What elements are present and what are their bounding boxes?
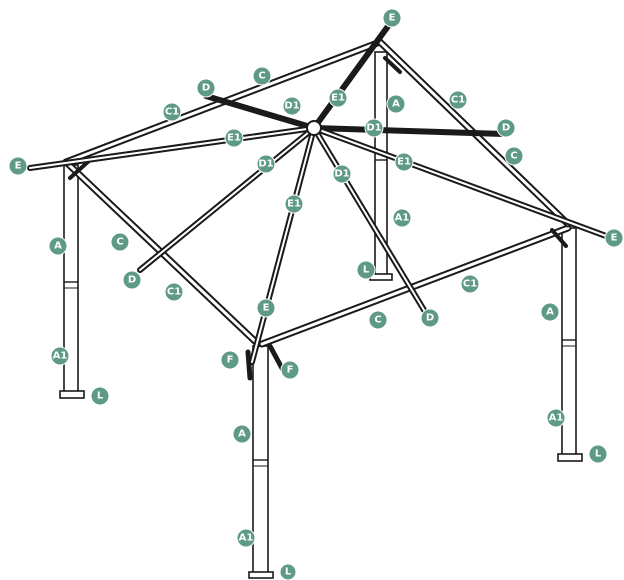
label-d: D — [122, 270, 142, 290]
svg-text:L: L — [97, 391, 104, 402]
label-l: L — [356, 260, 376, 280]
svg-text:D: D — [426, 313, 434, 324]
part-labels: E E E E E1 E1 E1 E1 D D D D D1 D1 D1 D1 … — [8, 8, 624, 580]
label-e1: E1 — [328, 88, 348, 108]
label-e: E — [604, 228, 624, 248]
label-c1: C1 — [162, 102, 182, 122]
svg-text:C: C — [258, 71, 265, 82]
label-c: C — [368, 310, 388, 330]
label-d: D — [196, 78, 216, 98]
svg-text:L: L — [363, 265, 370, 276]
label-d1: D1 — [332, 164, 352, 184]
svg-text:E: E — [263, 303, 270, 314]
svg-text:E1: E1 — [397, 157, 411, 168]
svg-text:D1: D1 — [366, 123, 381, 134]
svg-text:E: E — [15, 161, 22, 172]
label-e: E — [256, 298, 276, 318]
label-e1: E1 — [284, 194, 304, 214]
post-front — [248, 345, 274, 579]
label-c1: C1 — [448, 90, 468, 110]
label-a1: A1 — [50, 346, 70, 366]
label-a1: A1 — [392, 208, 412, 228]
label-a: A — [540, 302, 560, 322]
svg-text:D: D — [502, 123, 510, 134]
svg-text:D1: D1 — [284, 101, 299, 112]
svg-text:L: L — [285, 567, 292, 578]
label-c: C — [110, 232, 130, 252]
roof-rafters — [27, 15, 609, 365]
svg-text:F: F — [287, 365, 294, 376]
svg-text:C: C — [510, 151, 517, 162]
svg-text:A: A — [238, 429, 246, 440]
label-e: E — [382, 8, 402, 28]
svg-text:A1: A1 — [395, 213, 410, 224]
label-a: A — [48, 236, 68, 256]
label-c1: C1 — [164, 282, 184, 302]
svg-text:C: C — [116, 237, 123, 248]
post-back — [369, 51, 393, 281]
label-c: C — [252, 66, 272, 86]
svg-text:E1: E1 — [331, 93, 345, 104]
label-a: A — [232, 424, 252, 444]
post-left — [59, 164, 85, 399]
svg-text:C1: C1 — [463, 279, 477, 290]
svg-text:C1: C1 — [451, 95, 465, 106]
svg-text:D1: D1 — [334, 169, 349, 180]
label-f: F — [220, 350, 240, 370]
label-d1: D1 — [282, 96, 302, 116]
label-l: L — [90, 386, 110, 406]
svg-text:A: A — [54, 241, 62, 252]
svg-text:D: D — [128, 275, 136, 286]
label-c: C — [504, 146, 524, 166]
svg-text:F: F — [227, 355, 234, 366]
label-e1: E1 — [224, 128, 244, 148]
label-a1: A1 — [546, 408, 566, 428]
side-rails — [62, 38, 572, 381]
post-right — [557, 227, 583, 462]
label-l: L — [588, 444, 608, 464]
svg-text:C1: C1 — [167, 287, 181, 298]
label-d1: D1 — [256, 154, 276, 174]
svg-text:D: D — [202, 83, 210, 94]
svg-text:A: A — [392, 99, 400, 110]
svg-text:A1: A1 — [239, 533, 254, 544]
svg-text:A1: A1 — [549, 413, 564, 424]
label-a1: A1 — [236, 528, 256, 548]
svg-text:E: E — [611, 233, 618, 244]
label-e: E — [8, 156, 28, 176]
svg-text:E: E — [389, 13, 396, 24]
svg-text:A: A — [546, 307, 554, 318]
svg-text:C: C — [374, 315, 381, 326]
svg-text:L: L — [595, 449, 602, 460]
label-d1: D1 — [364, 118, 384, 138]
svg-text:E1: E1 — [227, 133, 241, 144]
label-l: L — [279, 563, 297, 580]
label-a: A — [386, 94, 406, 114]
label-c1: C1 — [460, 274, 480, 294]
label-d: D — [496, 118, 516, 138]
svg-text:A1: A1 — [53, 351, 68, 362]
svg-text:C1: C1 — [165, 107, 179, 118]
svg-text:E1: E1 — [287, 199, 301, 210]
svg-text:D1: D1 — [258, 159, 273, 170]
label-f: F — [280, 360, 300, 380]
label-d: D — [420, 308, 440, 328]
label-e1: E1 — [394, 152, 414, 172]
